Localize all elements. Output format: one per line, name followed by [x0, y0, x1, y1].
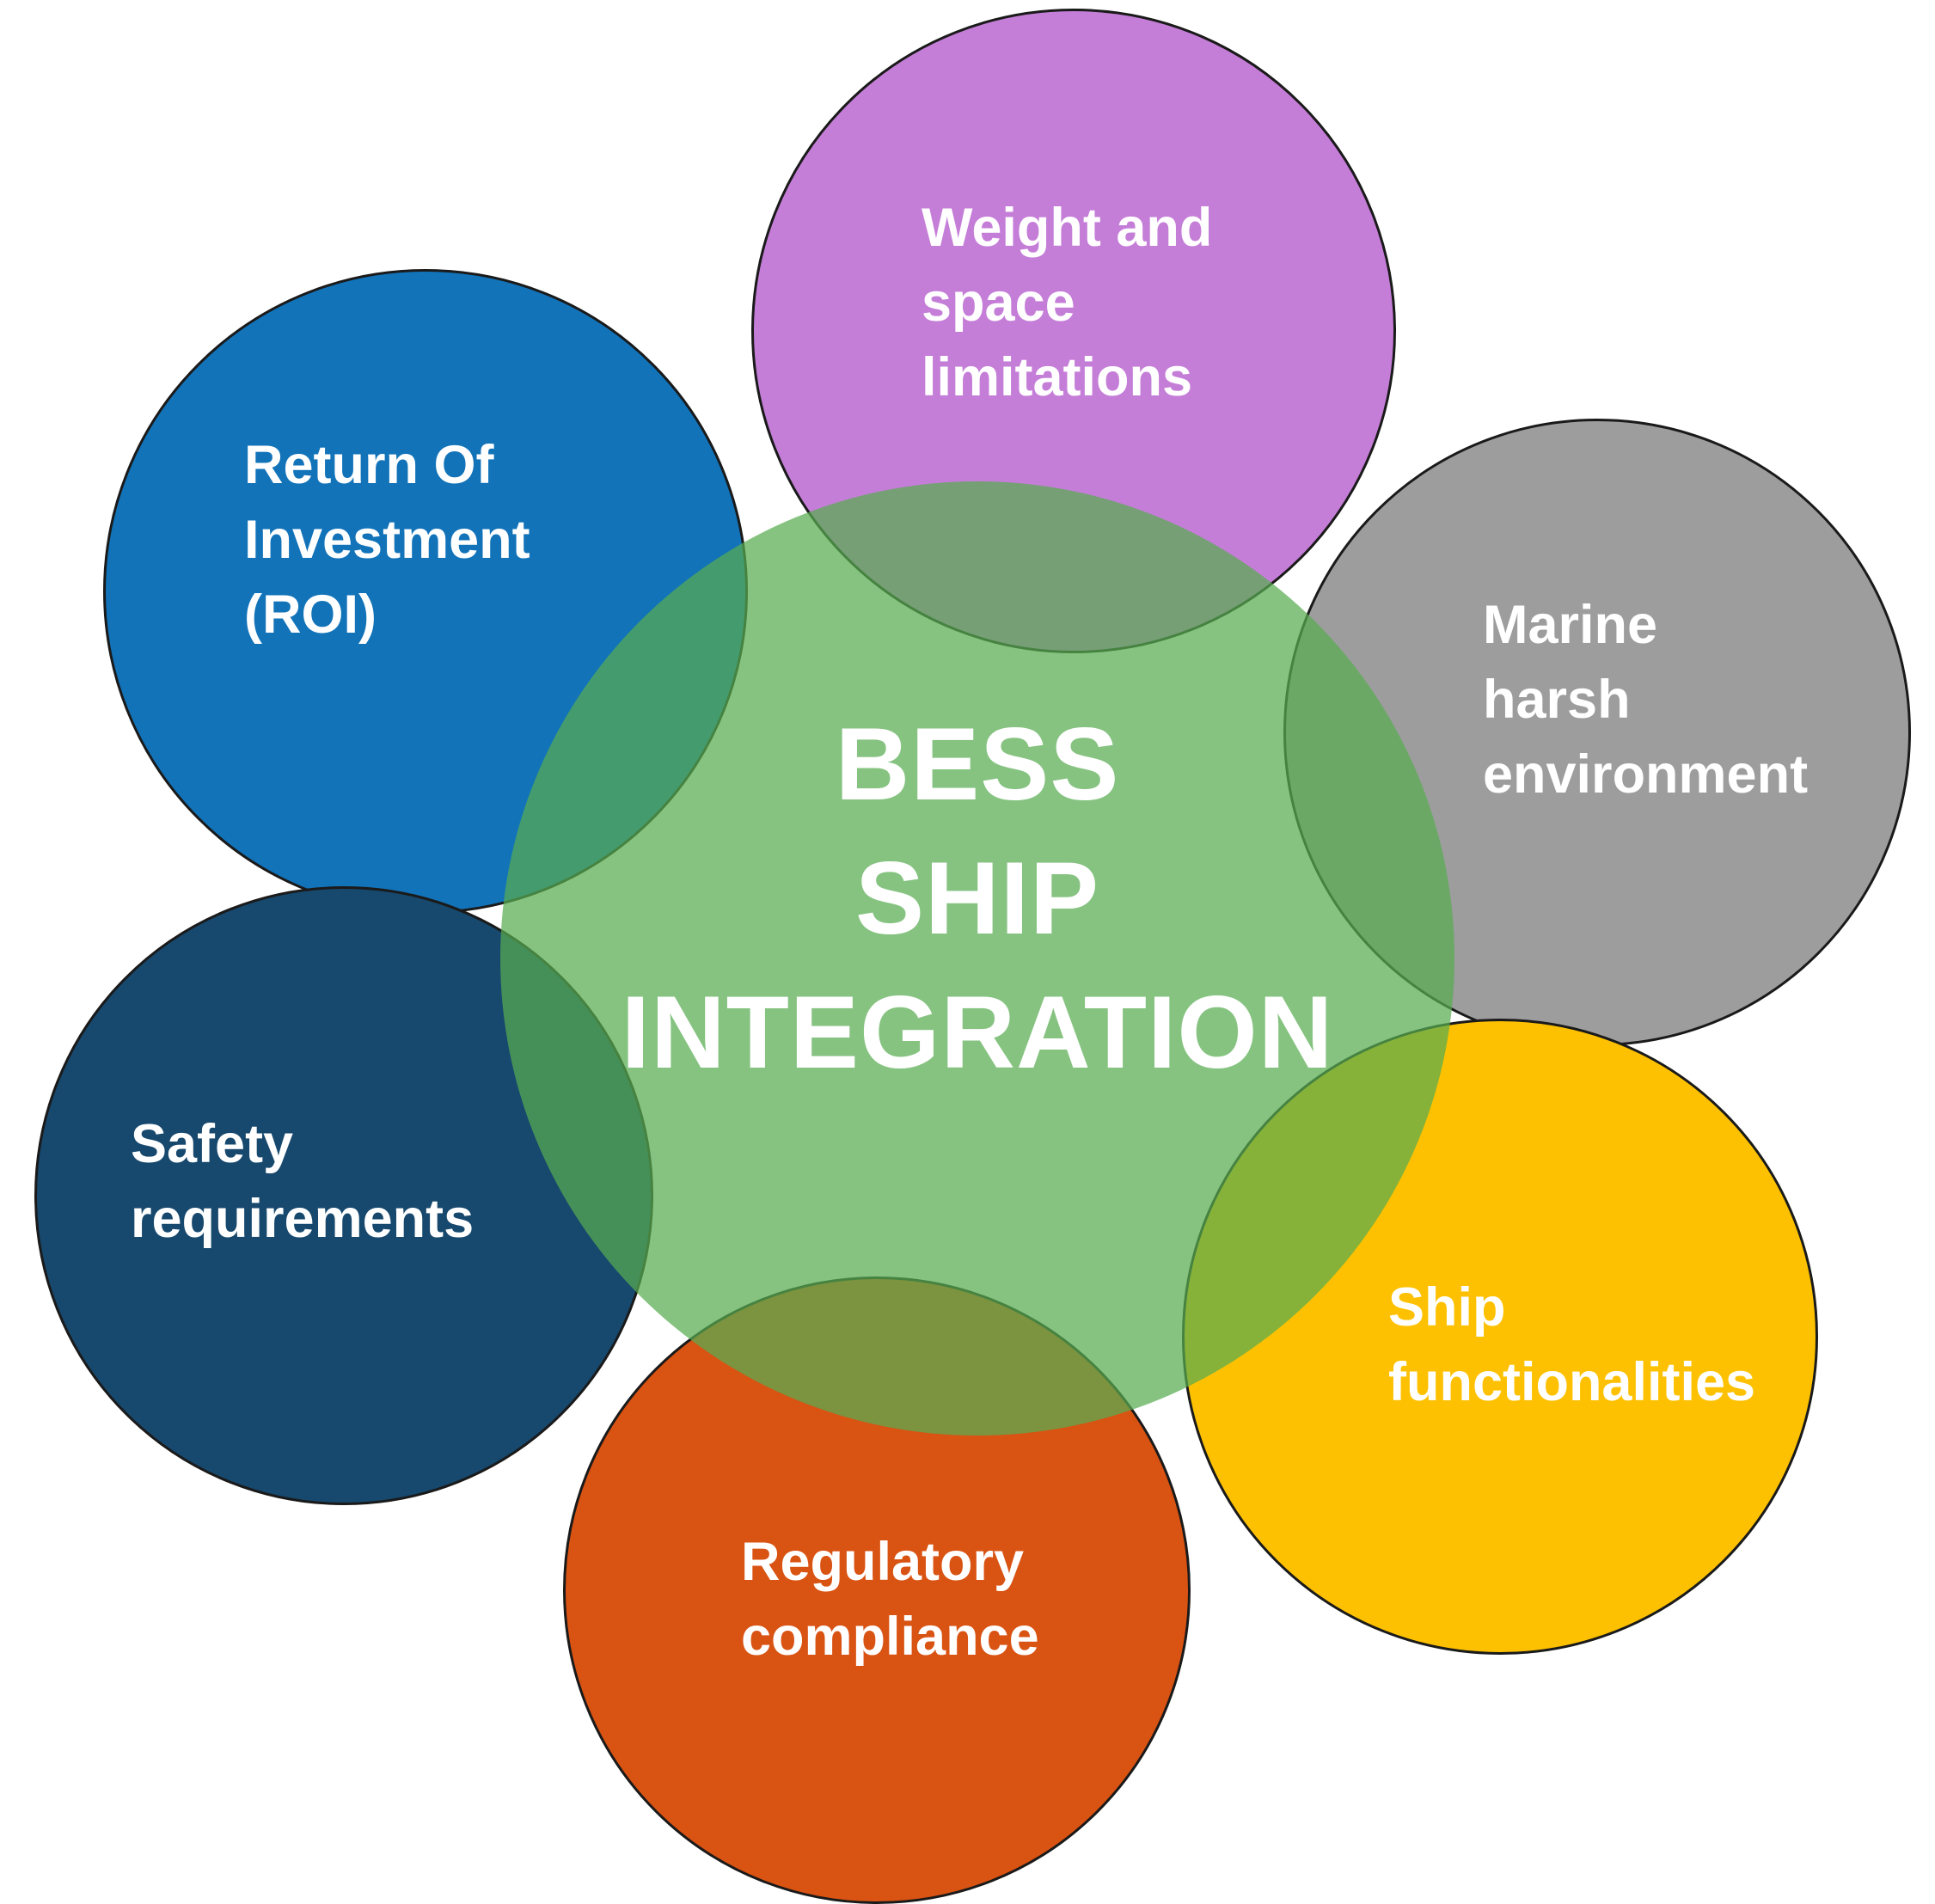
label-return-of-investment: Return Of Investment (ROI)	[244, 428, 530, 652]
center-title-line: SHIP	[854, 841, 1100, 956]
label-line: limitations	[922, 346, 1193, 407]
label-line: environment	[1483, 744, 1809, 805]
label-regulatory-compliance: Regulatory compliance	[741, 1525, 1039, 1674]
label-line: space	[922, 272, 1075, 333]
label-line: compliance	[741, 1606, 1039, 1667]
label-marine-harsh-environment: Marine harsh environment	[1483, 588, 1808, 812]
label-line: Marine	[1483, 595, 1658, 655]
label-line: Weight and	[922, 198, 1213, 258]
label-line: (ROI)	[244, 584, 377, 645]
label-line: Regulatory	[741, 1532, 1025, 1592]
label-weight-and-space-limitations: Weight and space limitations	[922, 191, 1212, 415]
label-line: harsh	[1483, 669, 1631, 730]
label-line: Investment	[244, 509, 530, 570]
center-title-line: BESS	[835, 707, 1120, 822]
label-safety-requirements: Safety requirements	[131, 1107, 474, 1257]
label-line: requirements	[131, 1188, 475, 1249]
label-line: Ship	[1388, 1277, 1506, 1338]
label-line: Return Of	[244, 435, 494, 495]
diagram-center-title: BESS SHIP INTEGRATION	[622, 697, 1334, 1099]
label-ship-functionalities: Ship functionalities	[1388, 1270, 1755, 1420]
center-title-line: INTEGRATION	[621, 975, 1334, 1090]
circle-bess-ship-integration	[500, 481, 1454, 1436]
label-line: functionalities	[1388, 1351, 1756, 1412]
label-line: Safety	[131, 1114, 294, 1174]
